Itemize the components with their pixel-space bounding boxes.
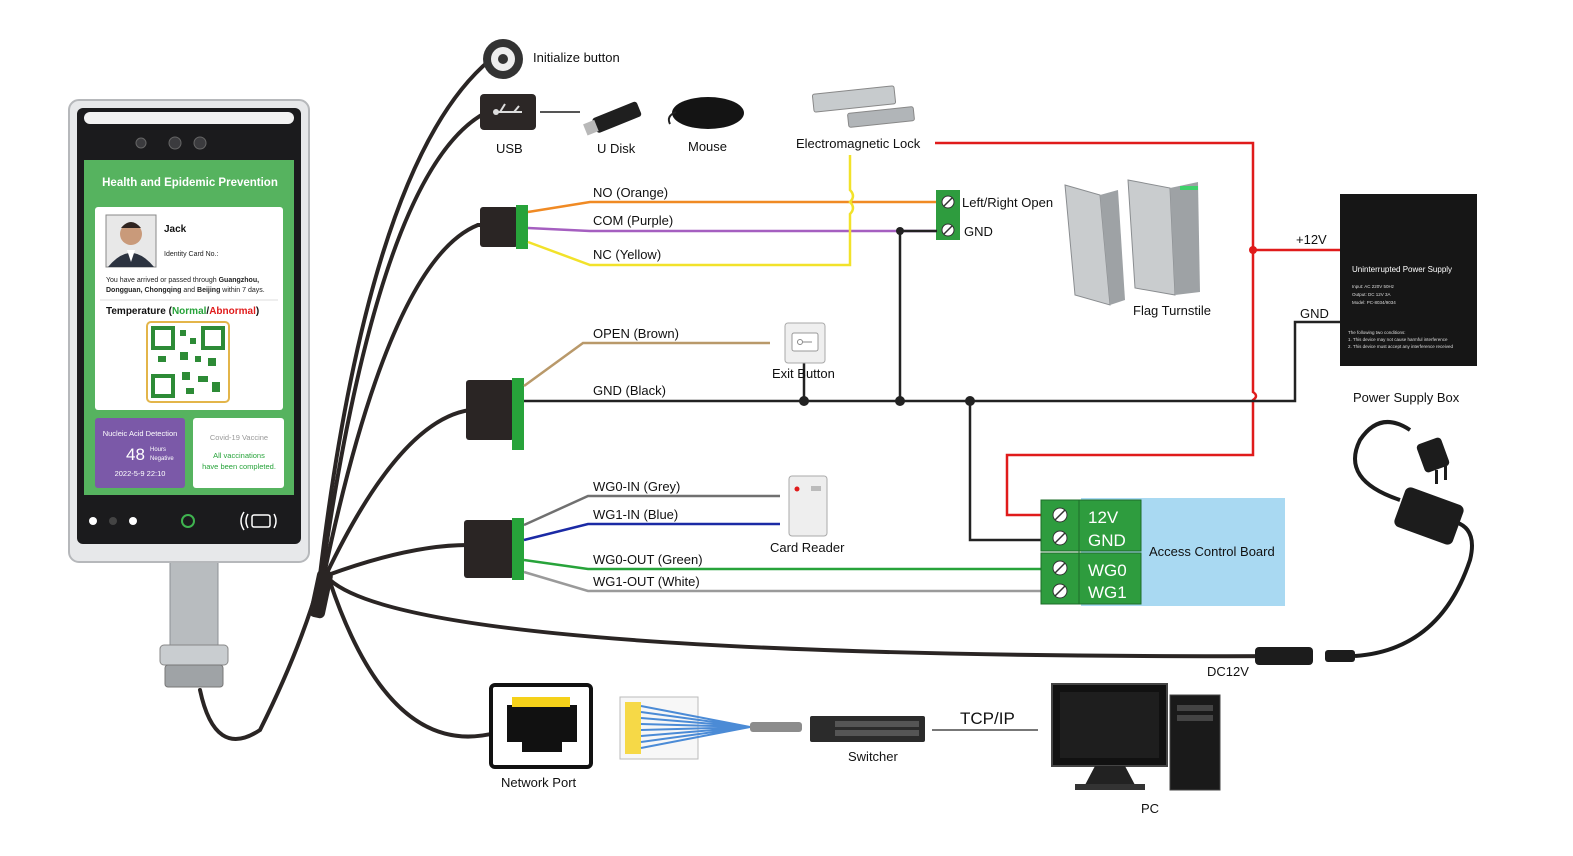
relay-connector [476, 205, 528, 249]
nucleic-acid-card [95, 418, 185, 488]
travel-line-1: You have arrived or passed through Guang… [106, 277, 259, 284]
network-port-icon [489, 683, 593, 769]
initialize-button-icon [483, 39, 523, 79]
exit-button-label: Exit Button [772, 366, 835, 381]
device-cables [198, 58, 1312, 741]
qr-code-icon [146, 321, 230, 403]
vaccine-line-2: have been completed. [202, 462, 276, 471]
mouse-label: Mouse [688, 139, 727, 154]
ups-spec-2: Output: DC 12V 3A [1352, 292, 1391, 297]
wg1-out-label: WG1-OUT (White) [593, 574, 700, 589]
com-purple-label: COM (Purple) [593, 213, 673, 228]
initialize-button-label: Initialize button [533, 50, 620, 65]
usb-port-icon [480, 94, 536, 130]
ups-title: Uninterrupted Power Supply [1352, 265, 1452, 274]
access-control-board [1040, 498, 1285, 606]
gnd-connector [466, 378, 524, 450]
flag-turnstile-label: Flag Turnstile [1133, 303, 1211, 318]
face-terminal-device: Health and Epidemic Prevention Jack Iden… [68, 99, 310, 688]
electromagnetic-lock-icon [811, 85, 915, 128]
camera-icon [135, 137, 147, 149]
ups-note-1: 1. This device may not cause harmful int… [1348, 337, 1448, 342]
access-control-board-label: Access Control Board [1149, 544, 1275, 559]
wire-red-12v-lock [935, 141, 1258, 517]
vaccine-line-1: All vaccinations [213, 451, 265, 460]
wire-wg0-in-grey [523, 494, 780, 527]
mouse-icon [667, 97, 744, 129]
wg0-in-label: WG0-IN (Grey) [593, 479, 680, 494]
gnd-turnstile-label: GND [964, 224, 993, 239]
wire-nc-yellow [527, 155, 855, 267]
no-orange-label: NO (Orange) [593, 185, 668, 200]
network-port-label: Network Port [501, 775, 577, 790]
gnd-black-label: GND (Black) [593, 383, 666, 398]
nucleic-result: Negative [150, 456, 174, 462]
avatar [105, 214, 157, 268]
wire-wg1-out-white [523, 570, 1043, 593]
camera-icon [193, 136, 207, 150]
device-stand [169, 554, 219, 656]
wiegand-connector [464, 518, 524, 580]
wire-gnd-turnstile [898, 229, 937, 401]
dc12v-label: DC12V [1207, 664, 1249, 679]
rj45-cable-icon [619, 696, 802, 760]
wire-wg1-in-blue [523, 522, 780, 542]
wire-open-brown [523, 341, 770, 388]
terminal-wg1-label: WG1 [1088, 583, 1127, 602]
open-brown-label: OPEN (Brown) [593, 326, 679, 341]
card-reader-label: Card Reader [770, 540, 845, 555]
power-adapter-icon [1353, 420, 1474, 658]
plus12v-label: +12V [1296, 232, 1327, 247]
electromagnetic-lock-label: Electromagnetic Lock [796, 136, 921, 151]
nfc-icon [240, 511, 277, 531]
exit-button-icon [784, 322, 826, 364]
nucleic-date: 2022-5-9 22:10 [115, 469, 166, 478]
turnstile-terminal-block [936, 190, 960, 240]
ups-note-2: 2. This device must accept any interfere… [1348, 344, 1453, 349]
wire-com-purple [527, 226, 937, 233]
nucleic-hours-label: Hours [150, 447, 166, 453]
card-reader-icon [788, 475, 828, 537]
left-right-open-label: Left/Right Open [962, 195, 1053, 210]
dc-plug-icon [1255, 647, 1355, 665]
terminal-12v-label: 12V [1088, 508, 1119, 527]
temperature-line: Temperature (Normal/Abnormal) [106, 306, 259, 317]
nucleic-title: Nucleic Acid Detection [103, 429, 178, 438]
wg0-out-label: WG0-OUT (Green) [593, 552, 703, 567]
gnd-supply-label: GND [1300, 306, 1329, 321]
travel-line-2: Dongguan, Chongqing and Beijing within 7… [106, 287, 265, 294]
nucleic-hours: 48 [126, 445, 145, 464]
flag-turnstile-icon [1064, 179, 1200, 306]
indicator-light-icon [181, 514, 195, 528]
terminal-gnd-label: GND [1088, 531, 1126, 550]
switcher-label: Switcher [848, 749, 899, 764]
wire-no-orange [527, 200, 937, 214]
ups-note-title: The following two conditions: [1348, 330, 1406, 335]
tcp-ip-label: TCP/IP [960, 709, 1015, 728]
wire-wg0-out-green [523, 558, 1043, 571]
vaccine-title: Covid-19 Vaccine [210, 433, 268, 442]
usb-label: USB [496, 141, 523, 156]
switcher-icon [810, 716, 925, 742]
screen-header: Health and Epidemic Prevention [102, 177, 278, 189]
wire-gnd-board [968, 401, 1043, 542]
vaccine-card [193, 418, 284, 488]
nc-yellow-label: NC (Yellow) [593, 247, 661, 262]
power-supply-box [1340, 194, 1477, 366]
wg1-in-label: WG1-IN (Blue) [593, 507, 678, 522]
u-disk-icon [583, 101, 642, 136]
terminal-wg0-label: WG0 [1088, 561, 1127, 580]
person-name: Jack [164, 224, 187, 235]
pc-icon [1051, 683, 1221, 791]
power-supply-box-label: Power Supply Box [1353, 390, 1460, 405]
id-card-label: Identity Card No.: [164, 251, 219, 258]
wire-gnd-black [524, 320, 1340, 403]
ups-spec-3: Model: PC-8034/9034 [1352, 300, 1396, 305]
camera-icon [168, 136, 182, 150]
ups-spec-1: Input: AC 220V 50Hz [1352, 284, 1395, 289]
pc-label: PC [1141, 801, 1159, 816]
u-disk-label: U Disk [597, 141, 636, 156]
